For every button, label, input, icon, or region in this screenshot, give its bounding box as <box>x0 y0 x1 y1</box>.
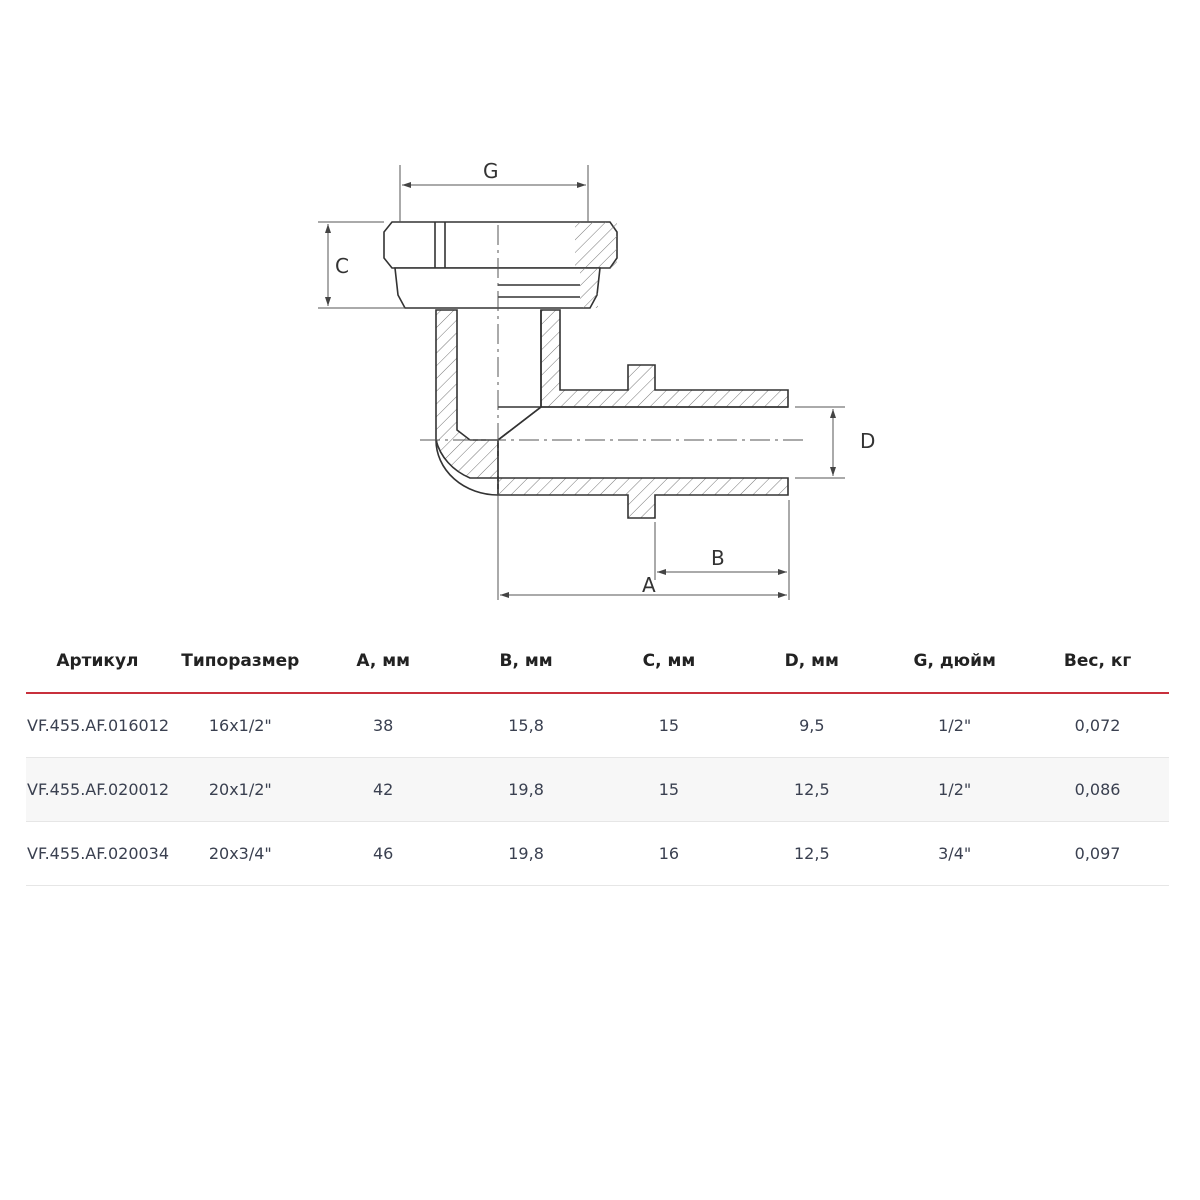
label-d: D <box>860 429 875 453</box>
cell: 12,5 <box>740 757 884 822</box>
cell: 16 <box>597 821 741 886</box>
cell: VF.455.AF.020012 <box>26 757 169 822</box>
cell: 9,5 <box>740 693 884 758</box>
header-g: G, дюйм <box>883 630 1027 694</box>
dimension-lines <box>318 165 845 600</box>
cell: VF.455.AF.016012 <box>26 693 169 758</box>
header-d: D, мм <box>740 630 884 694</box>
fitting-outline <box>383 221 789 519</box>
header-b: B, мм <box>454 630 598 694</box>
cell: 38 <box>311 693 455 758</box>
cell: 42 <box>311 757 455 822</box>
cell: 20x3/4" <box>168 821 312 886</box>
cell: 1/2" <box>883 693 1027 758</box>
label-a: A <box>642 573 656 597</box>
cell: 15,8 <box>454 693 598 758</box>
cell: 20x1/2" <box>168 757 312 822</box>
table-header-row: Артикул Типоразмер A, мм B, мм C, мм D, … <box>26 630 1169 694</box>
label-g: G <box>483 159 499 183</box>
centerlines <box>420 225 805 520</box>
table-row: VF.455.AF.020012 20x1/2" 42 19,8 15 12,5… <box>26 757 1169 822</box>
cell: 15 <box>597 693 741 758</box>
cell: 0,072 <box>1026 693 1169 758</box>
cell: 19,8 <box>454 757 598 822</box>
header-size: Типоразмер <box>168 630 312 694</box>
cell: 16x1/2" <box>168 693 312 758</box>
cell: 12,5 <box>740 821 884 886</box>
label-b: B <box>711 546 725 570</box>
table-row: VF.455.AF.020034 20x3/4" 46 19,8 16 12,5… <box>26 821 1169 886</box>
header-a: A, мм <box>311 630 455 694</box>
cell: 19,8 <box>454 821 598 886</box>
cell: VF.455.AF.020034 <box>26 821 169 886</box>
spec-table: Артикул Типоразмер A, мм B, мм C, мм D, … <box>26 630 1169 886</box>
cell: 1/2" <box>883 757 1027 822</box>
cell: 3/4" <box>883 821 1027 886</box>
cell: 15 <box>597 757 741 822</box>
fitting-drawing: G C D B A <box>318 159 875 600</box>
header-weight: Вес, кг <box>1026 630 1169 694</box>
cell: 0,097 <box>1026 821 1169 886</box>
cell: 0,086 <box>1026 757 1169 822</box>
label-c: C <box>335 254 349 278</box>
header-c: C, мм <box>597 630 741 694</box>
header-article: Артикул <box>26 630 169 694</box>
cell: 46 <box>311 821 455 886</box>
table-row: VF.455.AF.016012 16x1/2" 38 15,8 15 9,5 … <box>26 693 1169 758</box>
